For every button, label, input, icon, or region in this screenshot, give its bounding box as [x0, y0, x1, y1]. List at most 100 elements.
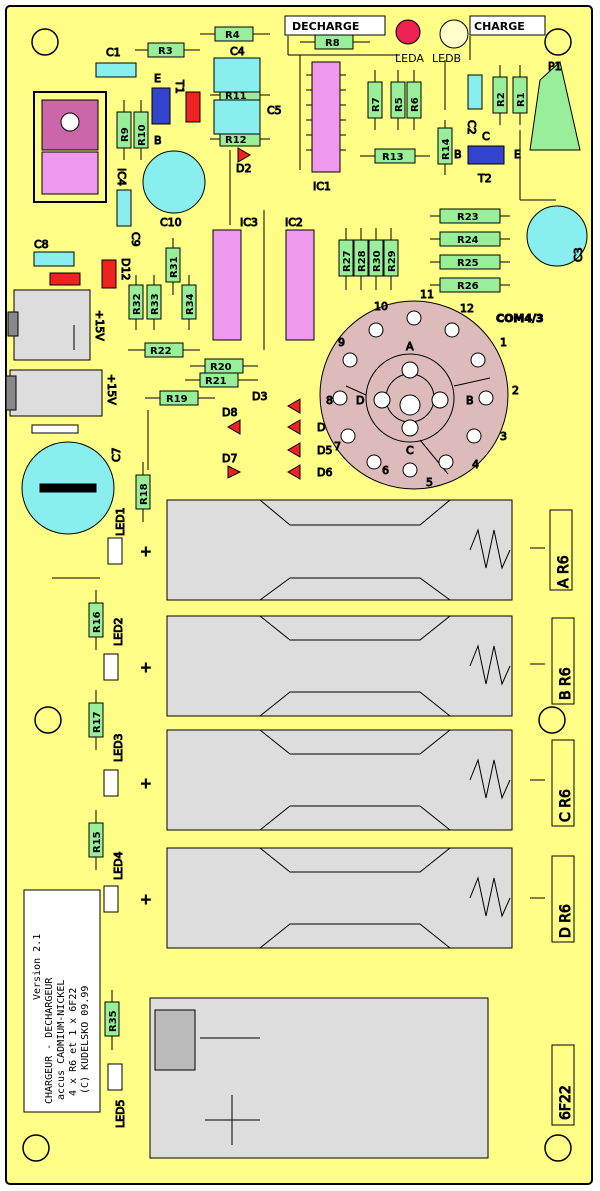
resistor-r20: R20: [190, 358, 258, 374]
svg-text:R7: R7: [371, 97, 382, 112]
d12-diode: [101, 259, 117, 289]
led2-label: LED2: [112, 617, 125, 646]
d2-diode: [237, 147, 251, 163]
mounting-hole: [544, 1134, 572, 1162]
t2-label: T2: [477, 172, 492, 185]
resistors: R4 R3 R8 R11 R12 R13 R7 R5 R6 R2 R1 R14 …: [88, 26, 528, 1050]
mounting-hole: [34, 706, 62, 734]
ic4-label: IC4: [115, 168, 128, 186]
resistor-r6: R6: [406, 70, 422, 130]
mounting-hole: [31, 28, 59, 56]
battery-holder-6f22: [149, 997, 489, 1159]
d5-diode: [287, 442, 301, 458]
ic2-chip: [285, 229, 315, 341]
resistor-r2: R2: [492, 65, 508, 125]
svg-text:R25: R25: [457, 258, 479, 269]
resistor-r29: R29: [383, 228, 399, 290]
red-diode-top: [185, 91, 201, 123]
svg-text:+: +: [140, 892, 152, 908]
info-box: Version 2.1 CHARGEUR - DECHARGEUR accus …: [23, 889, 101, 1113]
resistor-r23: R23: [430, 208, 510, 224]
ic1-chip: [311, 61, 341, 173]
battery-label-c-box: [551, 739, 575, 827]
led3-label: LED3: [112, 733, 125, 762]
svg-text:R12: R12: [225, 135, 247, 146]
svg-text:R10: R10: [137, 124, 148, 146]
switch-position: 1: [500, 336, 507, 349]
c1-label: C1: [106, 46, 121, 59]
svg-text:R30: R30: [372, 250, 383, 272]
switch-position: 4: [472, 458, 479, 471]
t2-e-label: E: [514, 148, 521, 161]
svg-text:R1: R1: [516, 92, 527, 107]
svg-text:R15: R15: [92, 831, 103, 853]
led5-label: LED5: [114, 1099, 127, 1128]
capacitors: C1 C4 C5 C2 C10 C9 C8 C3 C7: [21, 45, 588, 535]
svg-text:R34: R34: [185, 293, 196, 315]
resistor-r21: R21: [185, 372, 258, 388]
battery-holders: A R6 B R6 C R6 D R6 6F22: [149, 499, 575, 1159]
led3: [103, 769, 119, 797]
power-jack-2: [9, 369, 103, 417]
resistor-r24: R24: [430, 231, 510, 247]
resistor-r33: R33: [146, 275, 162, 330]
switch-section: C: [406, 444, 414, 457]
battery-label-b: B R6: [558, 667, 574, 700]
resistor-r27: R27: [338, 228, 354, 290]
switch-position: 11: [420, 288, 434, 301]
svg-text:R20: R20: [210, 362, 232, 373]
svg-text:R29: R29: [387, 250, 398, 272]
switch-section: B: [466, 394, 474, 407]
power-jack-2-label: +15V: [105, 374, 118, 405]
led4-label: LED4: [112, 851, 125, 880]
power-jack-1-label: +15V: [93, 310, 106, 341]
c3-capacitor: [526, 205, 588, 267]
svg-text:R8: R8: [325, 38, 340, 49]
switch-position: 5: [426, 476, 433, 489]
battery-holder-c: [166, 729, 513, 831]
d5-label: D5: [317, 444, 332, 457]
c4-label: C4: [230, 45, 245, 58]
resistor-r30: R30: [368, 228, 384, 290]
battery-label-d-box: [551, 855, 575, 943]
decharge-label: DECHARGE: [292, 20, 359, 33]
switch-section: D: [356, 394, 364, 407]
switch-position: 7: [334, 440, 341, 453]
battery-label-d: D R6: [558, 904, 574, 938]
charge-label: CHARGE: [474, 20, 525, 33]
resistor-r13: R13: [360, 148, 430, 164]
power-jack-1: [13, 289, 91, 361]
c3-label: C3: [572, 247, 585, 262]
resistor-r18: R18: [135, 462, 151, 522]
resistor-r28: R28: [353, 228, 369, 290]
led4: [103, 885, 119, 913]
svg-text:R32: R32: [132, 293, 143, 315]
c2-capacitor: [467, 74, 483, 110]
svg-text:R14: R14: [441, 138, 452, 160]
transistors: T1 E B T2 B C E P1: [151, 60, 581, 186]
red-diode-left: [49, 272, 81, 286]
battery-holder-d: [166, 847, 513, 949]
c1-capacitor: [95, 62, 137, 78]
resistor-r15: R15: [88, 810, 104, 870]
svg-text:+: +: [140, 776, 152, 792]
svg-text:R27: R27: [342, 250, 353, 272]
d8-label: D8: [222, 406, 237, 419]
c5-label: C5: [267, 104, 282, 117]
resistor-r34: R34: [181, 275, 197, 330]
t2-transistor: [467, 145, 505, 165]
svg-text:+: +: [140, 660, 152, 676]
svg-text:R18: R18: [139, 483, 150, 505]
info-line-3: accus CADMIUM-NICKEL: [56, 980, 67, 1100]
ic4-hole: [60, 112, 80, 132]
resistor-r8: R8: [300, 34, 370, 50]
svg-text:R3: R3: [158, 46, 173, 57]
battery-label-b-box: [551, 617, 575, 705]
d8-diode: [227, 419, 241, 435]
svg-text:R16: R16: [92, 611, 103, 633]
ic-pins: [306, 74, 346, 151]
svg-text:R26: R26: [457, 281, 479, 292]
c8-label: C8: [34, 238, 49, 251]
switch-position: 10: [374, 300, 388, 313]
